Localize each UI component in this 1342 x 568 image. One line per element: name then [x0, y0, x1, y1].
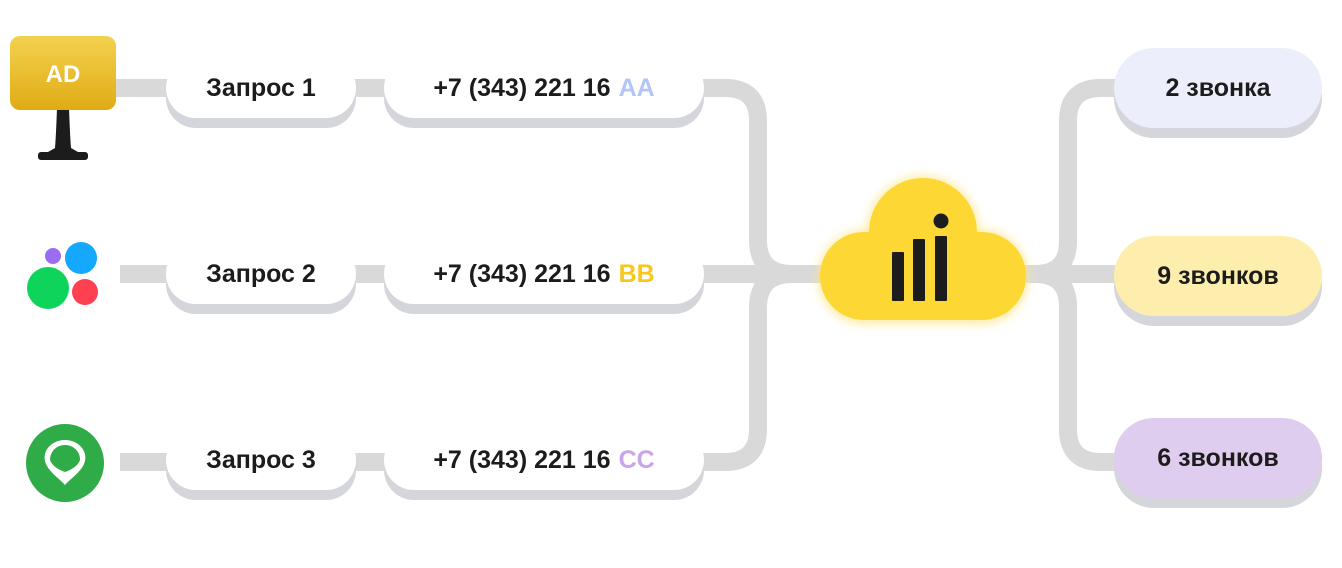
green-leaf-circle-icon: [26, 424, 104, 507]
request-label: Запрос 2: [206, 259, 316, 288]
phone-number: +7 (343) 221 16: [433, 445, 611, 474]
ad-badge-text: AD: [46, 61, 81, 88]
phone-suffix: AA: [618, 73, 655, 102]
result-pill-2: 9 звонков: [1114, 236, 1322, 316]
connector-result-3: [1010, 265, 1120, 471]
colorful-circles-icon: [24, 240, 104, 315]
request-label: Запрос 1: [206, 73, 316, 102]
phone-suffix: CC: [618, 445, 655, 474]
phone-pill-1: +7 (343) 221 16 AA: [384, 58, 704, 118]
result-label: 6 звонков: [1157, 443, 1279, 472]
connector-phone-3: [700, 265, 793, 471]
phone-pill-2: +7 (343) 221 16 BB: [384, 244, 704, 304]
cloud-analytics-icon: [808, 168, 1038, 343]
request-label: Запрос 3: [206, 445, 316, 474]
request-pill-2: Запрос 2: [166, 244, 356, 304]
request-pill-1: Запрос 1: [166, 58, 356, 118]
phone-number: +7 (343) 221 16: [433, 259, 611, 288]
phone-pill-3: +7 (343) 221 16 CC: [384, 430, 704, 490]
request-pill-3: Запрос 3: [166, 430, 356, 490]
result-label: 9 звонков: [1157, 261, 1279, 290]
result-label: 2 звонка: [1165, 73, 1271, 102]
phone-suffix: BB: [618, 259, 655, 288]
phone-number: +7 (343) 221 16: [433, 73, 611, 102]
result-pill-3: 6 звонков: [1114, 418, 1322, 498]
billboard-ad-icon: AD: [10, 36, 116, 169]
bar-chart-glyph: [892, 213, 949, 301]
result-pill-1: 2 звонка: [1114, 48, 1322, 128]
